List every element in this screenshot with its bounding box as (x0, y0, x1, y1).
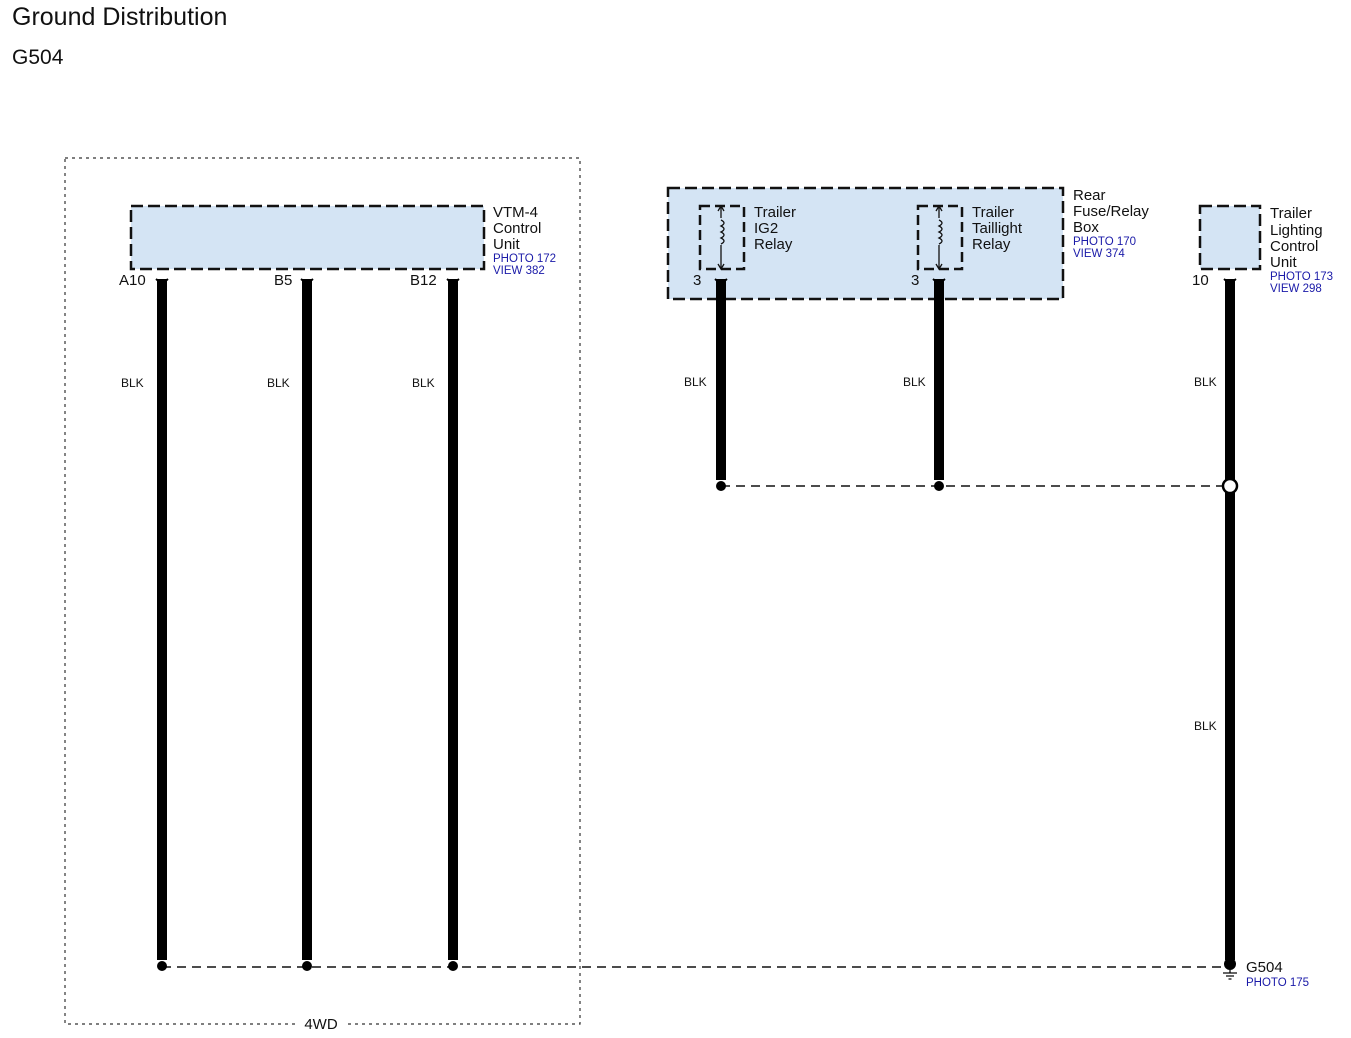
wire-b12 (446, 278, 460, 960)
fuse-box-photo-link[interactable]: PHOTO 170 (1073, 236, 1136, 248)
wire-color-relay1: BLK (684, 375, 707, 389)
splice-point (934, 481, 944, 491)
tlcu-name-line-4: Unit (1270, 254, 1298, 271)
fuse-box-view-link[interactable]: VIEW 374 (1073, 248, 1125, 260)
trailer-ig2-relay[interactable] (698, 204, 746, 271)
wire-color-tlcu-lower: BLK (1194, 719, 1217, 733)
relay2-name-line-1: Trailer (972, 204, 1014, 221)
ground-photo-link[interactable]: PHOTO 175 (1246, 977, 1309, 989)
splice-point (716, 481, 726, 491)
wire-b5 (300, 278, 314, 960)
vtm4-pin-b12: B12 (410, 272, 437, 289)
trailer-lighting-control-unit[interactable] (1198, 204, 1262, 271)
tlcu-photo-link[interactable]: PHOTO 173 (1270, 271, 1333, 283)
relay2-pin: 3 (911, 272, 919, 289)
vtm4-photo-link[interactable]: PHOTO 172 (493, 253, 556, 265)
vtm4-name-line-2: Control (493, 220, 541, 237)
fuse-box-name-line-3: Box (1073, 219, 1099, 236)
wire-color-relay2: BLK (903, 375, 926, 389)
vtm4-pin-a10: A10 (119, 272, 146, 289)
wire-color-b12: BLK (412, 376, 435, 390)
vtm4-pin-b5: B5 (274, 272, 292, 289)
tlcu-name-line-3: Control (1270, 238, 1318, 255)
tlcu-pin: 10 (1192, 272, 1209, 289)
relay-coil-icon (935, 204, 943, 271)
relay1-name-line-3: Relay (754, 236, 793, 253)
tlcu-name-line-1: Trailer (1270, 205, 1312, 222)
ground-icon (1223, 958, 1237, 980)
fuse-box-name-line-2: Fuse/Relay (1073, 203, 1149, 220)
fuse-box-name-line-1: Rear (1073, 187, 1106, 204)
relay1-name-line-1: Trailer (754, 204, 796, 221)
page-title: Ground Distribution (12, 3, 228, 31)
splice-point (448, 961, 458, 971)
page-subtitle: G504 (12, 46, 64, 69)
vtm4-view-link[interactable]: VIEW 382 (493, 265, 545, 277)
wire-color-tlcu-upper: BLK (1194, 375, 1217, 389)
wire-color-a10: BLK (121, 376, 144, 390)
splice-point (302, 961, 312, 971)
wire-relay2 (932, 278, 946, 480)
option-label-4wd: 4WD (304, 1016, 338, 1033)
relay2-name-line-3: Relay (972, 236, 1011, 253)
vtm4-name-line-1: VTM-4 (493, 204, 538, 221)
splice-point (157, 961, 167, 971)
wire-a10 (155, 278, 169, 960)
wire-color-b5: BLK (267, 376, 290, 390)
relay1-pin: 3 (693, 272, 701, 289)
wire-tlcu (1223, 278, 1237, 960)
wire-relay1 (714, 278, 728, 480)
relay-coil-icon (717, 204, 725, 271)
tlcu-name-line-2: Lighting (1270, 222, 1323, 239)
relay1-name-line-2: IG2 (754, 220, 778, 237)
vtm4-name-line-3: Unit (493, 236, 521, 253)
splice-junction (1221, 477, 1239, 495)
option-label-bg (296, 1014, 346, 1032)
ground-name: G504 (1246, 959, 1283, 976)
trailer-taillight-relay[interactable] (916, 204, 964, 271)
vtm4-control-unit[interactable] (129, 204, 486, 271)
relay2-name-line-2: Taillight (972, 220, 1023, 237)
tlcu-view-link[interactable]: VIEW 298 (1270, 283, 1322, 295)
